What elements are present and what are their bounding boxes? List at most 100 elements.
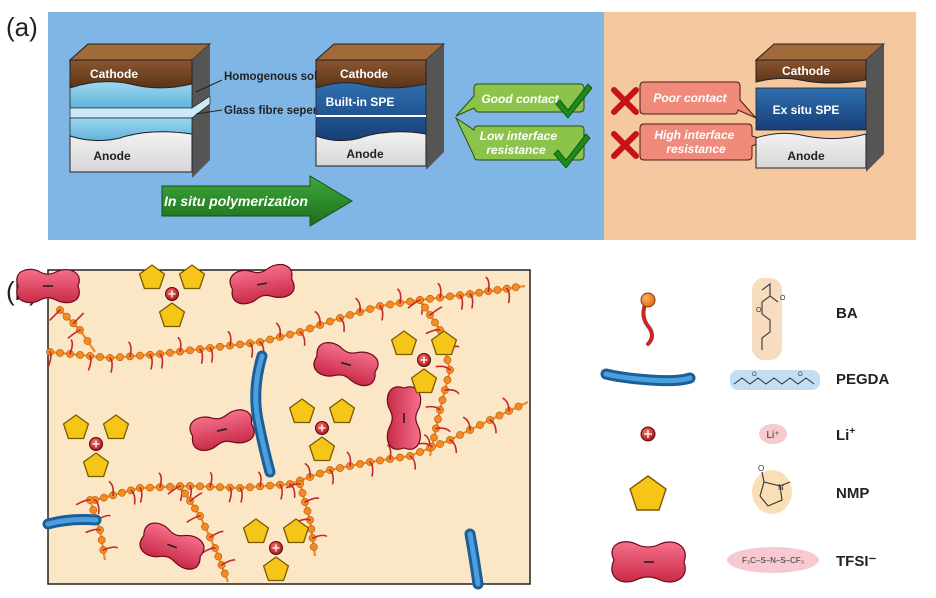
nmp-molecule [262,556,290,582]
ba-side-chain [158,472,162,488]
nmp-molecule [62,414,90,440]
ba-side-chain [109,357,113,373]
ba-side-chain [339,317,345,333]
good-contact-text: Good contact [481,92,559,106]
cell-1-in-situ-precursor: Cathode Anode Homogenous solution Glass … [68,43,345,178]
in-situ-arrow-label: In situ polymerization [164,193,308,209]
tfsi-anion [16,268,80,304]
ba-bead [97,536,106,544]
nmp-li-complexes [62,264,458,582]
ba-side-chain [459,294,464,310]
callout-glass-fibre-separator-text: Glass fibre seperator [224,105,340,117]
ba-side-chain [227,330,232,347]
ba-bead [514,402,523,411]
polymer-network-box [16,263,531,590]
ba-bead [246,483,254,492]
cell-1-anode-label: Anode [93,149,131,163]
polymer-chain [46,276,526,373]
nmp-molecule [410,368,438,394]
legend-li-sup: + [849,426,855,437]
legend-tfsi-label: TFSI⁻ [836,553,876,570]
pegda-structure-icon: O O [730,370,820,390]
ba-bead [421,303,429,312]
ba-bead [136,351,144,360]
ba-bead [493,286,502,294]
legend-row-nmp: O N NMP [629,464,869,514]
ba-bead [181,489,189,498]
ba-bead [475,288,484,297]
polymer-chains [46,276,529,583]
ba-side-chain [409,455,417,470]
ba-bead [416,448,424,456]
ba-side-chain [67,329,81,339]
poor-contact-text: Poor contact [653,91,727,105]
legend-row-li: Li⁺ Li+ [640,424,855,444]
tfsi-anion [189,409,255,452]
ba-side-chain [279,484,283,500]
ba-side-chain [502,397,510,412]
ba-bead [62,312,71,321]
ba-side-chain [425,328,441,335]
poor-contact-callout: Poor contact [611,81,757,119]
tfsi-anion [386,386,422,450]
ba-bead [298,489,307,497]
polymer-chain [91,397,529,515]
ba-bead [511,283,520,292]
legend-row-ba: O O BA [640,278,858,360]
ba-side-chain [228,486,232,503]
ba-side-chain [177,336,182,353]
ba-monomer-icon [640,292,656,308]
ba-bead [376,456,384,465]
ba-side-chain [130,489,136,505]
ba-bead [438,396,447,404]
polymer-chain [285,480,328,557]
high-resistance-cross-icon [611,131,639,159]
ba-side-chain [299,331,306,346]
ba-side-chain [311,534,328,539]
pegda-chain [42,514,102,530]
ba-bead [236,340,244,349]
polymer-chain [49,306,96,353]
legend-ba-label: BA [836,305,858,322]
ba-bead [214,552,223,561]
ba-side-chain [209,347,214,363]
ba-bead [303,507,312,515]
ba-bead [146,483,154,492]
nmp-molecule [82,452,110,478]
ba-bead [216,483,224,492]
ba-side-chain [369,461,374,477]
nmp-molecule [158,302,186,328]
ba-bead [118,488,126,497]
good-contact-callout: Good contact [455,83,593,119]
ba-side-chain [435,365,451,371]
ba-side-chain [355,297,361,313]
ba-side-chain [429,306,443,316]
ba-side-chain [85,528,101,534]
nmp-molecule [242,518,270,544]
cell-3-anode-label: Anode [787,149,825,163]
legend-row-pegda: O O PEGDA [600,368,890,390]
cell-1-cathode-label: Cathode [90,67,138,81]
ba-side-chain [289,483,296,498]
ba-bead [83,337,92,345]
li-nmp-complex [242,518,310,582]
ba-side-chain [69,339,74,355]
low-resistance-text: Low interface resistance [480,129,561,157]
ba-side-chain [435,427,451,433]
ba-side-chain [444,388,460,395]
legend-row-tfsi: F₃C–S–N–S–CF₃ TFSI⁻ [611,541,876,583]
ba-side-chain [159,353,164,369]
ba-side-chain [49,309,61,321]
ba-bead [89,506,98,514]
ba-bead [56,349,64,357]
ba-side-chain [239,487,243,503]
ba-side-chain [128,341,132,358]
ba-bead [443,376,452,384]
tfsi-anions [16,263,422,570]
li-nmp-complex [288,398,356,462]
ba-bead [186,346,194,355]
ba-side-chain [505,287,511,304]
legend-li-label: Li+ [836,426,855,444]
ba-side-chain [149,354,153,370]
ba-side-chain [47,351,52,367]
